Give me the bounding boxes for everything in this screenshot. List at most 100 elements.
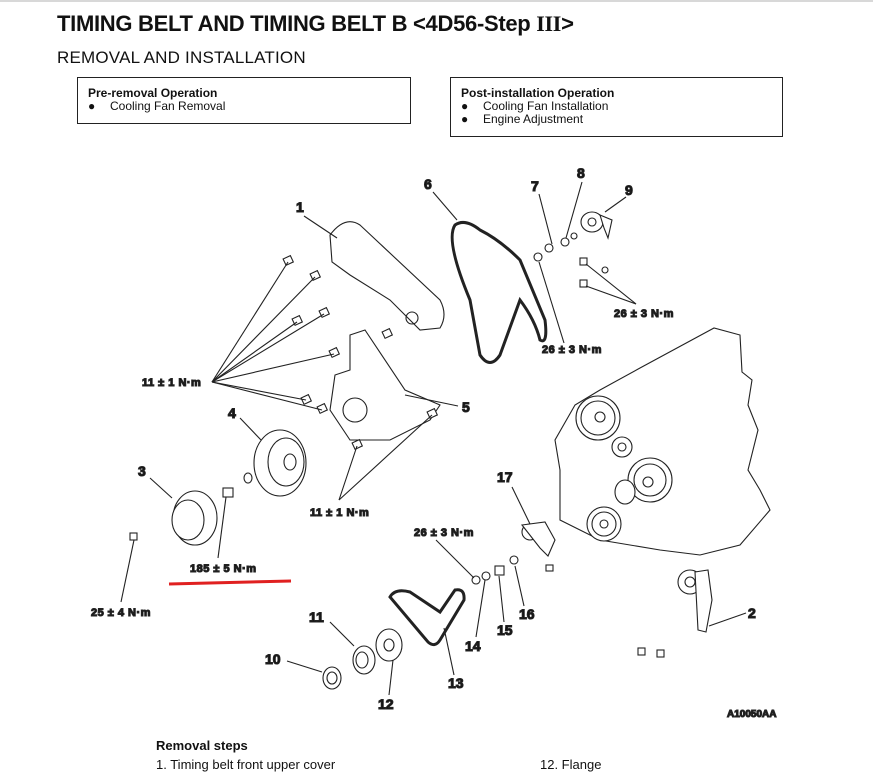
cover-grommet: [405, 311, 419, 325]
nut: [533, 252, 543, 262]
leader-line: [149, 477, 173, 499]
damper-bolt: [129, 532, 138, 541]
bullet-icon: ●: [88, 99, 96, 113]
title-roman-numeral: III: [536, 11, 562, 36]
leader-line: [286, 660, 323, 673]
leader-line: [708, 612, 747, 627]
callout-2: 2: [748, 605, 756, 621]
camshaft-sprocket: [575, 395, 621, 441]
pre-removal-box: Pre-removal Operation ● Cooling Fan Remov…: [77, 77, 411, 124]
torque-label-damper-bolt: 25 ± 4 N·m: [91, 607, 151, 619]
callout-15: 15: [497, 622, 513, 638]
removal-steps: Removal steps 1. Timing belt front upper…: [156, 738, 601, 773]
post-installation-item-label: Engine Adjustment: [483, 112, 584, 126]
timing-belt-lower-cover: [329, 329, 441, 441]
tensioner-bolt: [579, 257, 588, 266]
leader-line: [388, 659, 394, 696]
callout-1: 1: [296, 199, 304, 215]
page-top-border: [0, 0, 873, 2]
damper-pulley: [171, 490, 218, 546]
flange-10: [322, 666, 342, 690]
leader-line: [604, 196, 627, 213]
sprocket-11: [352, 645, 376, 675]
crankshaft-bolt: [222, 487, 234, 498]
post-installation-item-label: Cooling Fan Installation: [483, 99, 609, 113]
leader-line: [538, 261, 565, 344]
bullet-icon: ●: [461, 99, 469, 113]
leader-line: [514, 565, 525, 607]
leader-line: [303, 215, 338, 239]
washer-7: [544, 243, 554, 253]
tensioner-b: [520, 521, 556, 557]
callout-13: 13: [448, 675, 464, 691]
leader-line: [443, 627, 455, 676]
tensioner-bolt: [579, 279, 588, 288]
torque-leaders-cover: [211, 261, 335, 411]
callout-7: 7: [531, 178, 539, 194]
injection-pump-sprocket: [627, 457, 673, 503]
callout-4: 4: [228, 405, 236, 421]
pre-removal-item-label: Cooling Fan Removal: [110, 99, 226, 113]
callout-5: 5: [462, 399, 470, 415]
leader-line: [217, 496, 227, 559]
callout-11: 11: [309, 609, 324, 625]
tensioner-pulley: [580, 211, 613, 240]
crank-sprocket-b: [375, 628, 403, 662]
callout-12: 12: [378, 696, 394, 712]
callout-6: 6: [424, 176, 432, 192]
torque-label-cover-bolts: 11 ± 1 N·m: [142, 377, 201, 389]
figure-id: A10050AA: [727, 709, 776, 720]
callout-9: 9: [625, 182, 633, 198]
callout-3: 3: [138, 463, 146, 479]
leader-line: [329, 621, 355, 647]
tensioner-pulley-2: [677, 569, 713, 633]
cover-bolts: [282, 254, 439, 451]
post-installation-item: ● Engine Adjustment: [461, 113, 772, 126]
tensioner-engine: [614, 479, 636, 505]
torque-label-tensioner-b-nut: 26 ± 3 N·m: [414, 527, 474, 539]
timing-belt-b: [388, 588, 466, 647]
tensioner-b-bolt: [545, 564, 554, 572]
callout-14: 14: [465, 638, 481, 654]
leader-line: [435, 539, 475, 579]
leader-line: [432, 191, 458, 221]
leader-line: [498, 575, 505, 623]
removal-step: 12. Flange: [540, 757, 602, 772]
timing-belt-upper-cover: [329, 221, 445, 331]
pre-removal-heading: Pre-removal Operation: [88, 86, 218, 100]
torque-label-tensioner-nut: 26 ± 3 N·m: [542, 344, 602, 356]
nut-14: [471, 575, 481, 585]
leader-line: [511, 486, 531, 525]
timing-belt: [450, 220, 548, 364]
torque-label-lower-cover: 11 ± 1 N·m: [310, 507, 369, 519]
leader-line: [475, 579, 486, 638]
torque-label-crank-bolt: 185 ± 5 N·m: [190, 563, 257, 575]
torque-leaders-lower: [338, 414, 433, 501]
spring-16: [509, 555, 519, 565]
removal-step-row: 1. Timing belt front upper cover 12. Fla…: [156, 757, 601, 773]
removal-step: 1. Timing belt front upper cover: [156, 757, 336, 772]
leader-line: [565, 181, 583, 239]
callout-17: 17: [497, 469, 513, 485]
washer: [570, 232, 578, 240]
engine-block: [554, 327, 771, 556]
bullet-icon: ●: [461, 112, 469, 126]
washer: [243, 472, 253, 484]
tensioner-pulley-bolt: [637, 647, 646, 656]
crankshaft-pulley: [253, 429, 307, 497]
leader-line: [120, 539, 135, 603]
leader-line: [585, 263, 637, 305]
section-subtitle: REMOVAL AND INSTALLATION: [57, 48, 306, 67]
title-end: >: [561, 11, 574, 36]
callout-16: 16: [519, 606, 535, 622]
torque-label-tensioner-bolts: 26 ± 3 N·m: [614, 308, 674, 320]
highlight-underline: [168, 579, 292, 586]
idler-pulley-engine: [611, 436, 633, 458]
leader-line: [585, 285, 637, 305]
cover-seal: [342, 397, 368, 423]
leader-line: [404, 394, 459, 407]
tensioner-pulley-bolt: [656, 649, 665, 658]
leader-line: [538, 193, 553, 245]
spring-8: [560, 237, 570, 247]
